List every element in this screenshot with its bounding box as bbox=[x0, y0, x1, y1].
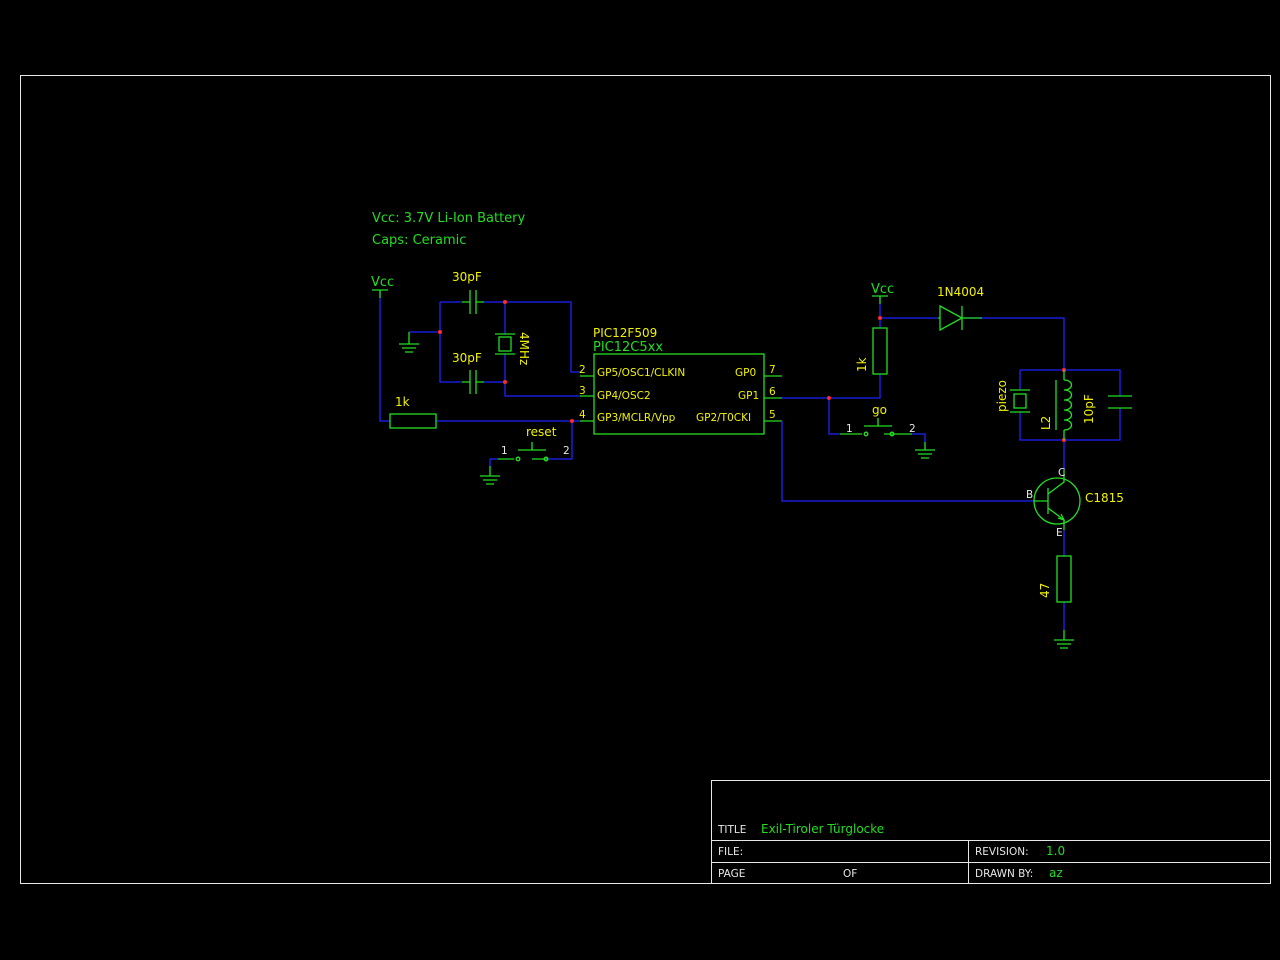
cap-tank-label: 10pF bbox=[1082, 394, 1096, 424]
pin7-num: 7 bbox=[769, 364, 776, 376]
resistor-mclr-label: 1k bbox=[395, 395, 410, 409]
ground-emitter-icon bbox=[1054, 630, 1074, 649]
reset-switch: reset 1 2 bbox=[498, 425, 570, 462]
drawn-by-label: DRAWN BY: bbox=[975, 868, 1033, 880]
resistor-emitter: 47 bbox=[1038, 555, 1072, 603]
pin3-num: 3 bbox=[579, 385, 586, 397]
pin2-name: GP5/OSC1/CLKIN bbox=[597, 367, 685, 379]
right-wires bbox=[781, 296, 1121, 630]
reset-switch-label: reset bbox=[526, 425, 557, 439]
vcc-left-symbol: Vcc bbox=[371, 275, 394, 298]
resistor-mclr: 1k bbox=[389, 395, 437, 429]
crystal: 4MHz bbox=[495, 332, 531, 365]
cap-top-label: 30pF bbox=[452, 270, 482, 284]
pin5-name: GP2/T0CKI bbox=[696, 412, 751, 424]
piezo-buzzer: piezo bbox=[995, 380, 1030, 413]
title-block: TITLE Exil-Tiroler Türglocke FILE: REVIS… bbox=[711, 780, 1271, 884]
ground-caps-icon bbox=[399, 332, 419, 353]
reset-pin1-label: 1 bbox=[501, 445, 508, 457]
pin4-name: GP3/MCLR/Vpp bbox=[597, 412, 676, 424]
of-label: OF bbox=[843, 868, 857, 880]
page-label: PAGE bbox=[718, 868, 745, 880]
transistor-c1815: C1815 B C E bbox=[1026, 467, 1124, 539]
left-junctions bbox=[438, 300, 574, 423]
ic-family: PIC12C5xx bbox=[593, 340, 663, 355]
right-junctions bbox=[827, 316, 1066, 442]
left-wires bbox=[379, 290, 580, 466]
transistor-c-label: C bbox=[1058, 467, 1065, 479]
transistor-e-label: E bbox=[1056, 527, 1063, 539]
go-pin2-label: 2 bbox=[909, 423, 916, 435]
revision-value: 1.0 bbox=[1046, 844, 1065, 858]
transistor-b-label: B bbox=[1026, 489, 1033, 501]
piezo-label: piezo bbox=[995, 380, 1009, 412]
pic12f509-ic: PIC12F509 PIC12C5xx 2 3 4 GP5/OSC1/CLKIN… bbox=[579, 326, 782, 435]
cap-top: 30pF bbox=[452, 270, 484, 314]
pin7-name: GP0 bbox=[735, 367, 756, 379]
go-pin1-label: 1 bbox=[846, 423, 853, 435]
pin5-num: 5 bbox=[769, 409, 776, 421]
pin2-num: 2 bbox=[579, 364, 586, 376]
pin6-num: 6 bbox=[769, 386, 776, 398]
vcc-left-label: Vcc bbox=[371, 275, 394, 290]
go-switch: go 1 2 bbox=[840, 403, 916, 437]
ic-name: PIC12F509 bbox=[593, 326, 657, 340]
vcc-right-symbol: Vcc bbox=[871, 282, 894, 304]
resistor-pullup-label: 1k bbox=[855, 357, 869, 372]
go-switch-label: go bbox=[872, 403, 887, 417]
file-label: FILE: bbox=[718, 846, 743, 858]
inductor-l2: L2 bbox=[1039, 370, 1073, 440]
transistor-label: C1815 bbox=[1085, 491, 1124, 505]
cap-tank: 10pF bbox=[1082, 394, 1132, 424]
ground-go-icon bbox=[915, 442, 935, 459]
cap-bottom-label: 30pF bbox=[452, 351, 482, 365]
pin3-name: GP4/OSC2 bbox=[597, 390, 651, 402]
resistor-pullup: 1k bbox=[855, 327, 888, 375]
crystal-label: 4MHz bbox=[517, 332, 531, 365]
revision-label: REVISION: bbox=[975, 846, 1029, 858]
diode-1n4004: 1N4004 bbox=[937, 285, 984, 332]
vcc-right-label: Vcc bbox=[871, 282, 894, 297]
inductor-label: L2 bbox=[1039, 416, 1053, 430]
sheet-border bbox=[20, 75, 1271, 884]
pin4-num: 4 bbox=[579, 409, 586, 421]
resistor-emitter-label: 47 bbox=[1038, 583, 1052, 598]
reset-pin2-label: 2 bbox=[563, 445, 570, 457]
diode-label: 1N4004 bbox=[937, 285, 984, 299]
title-value: Exil-Tiroler Türglocke bbox=[761, 822, 884, 836]
drawn-by-value: az bbox=[1049, 866, 1063, 880]
pin6-name: GP1 bbox=[738, 390, 759, 402]
ground-reset-icon bbox=[480, 466, 500, 485]
cap-bottom: 30pF bbox=[452, 351, 484, 394]
title-label: TITLE bbox=[717, 824, 746, 836]
note-vcc: Vcc: 3.7V Li-Ion Battery bbox=[372, 211, 526, 226]
note-caps: Caps: Ceramic bbox=[372, 233, 466, 248]
